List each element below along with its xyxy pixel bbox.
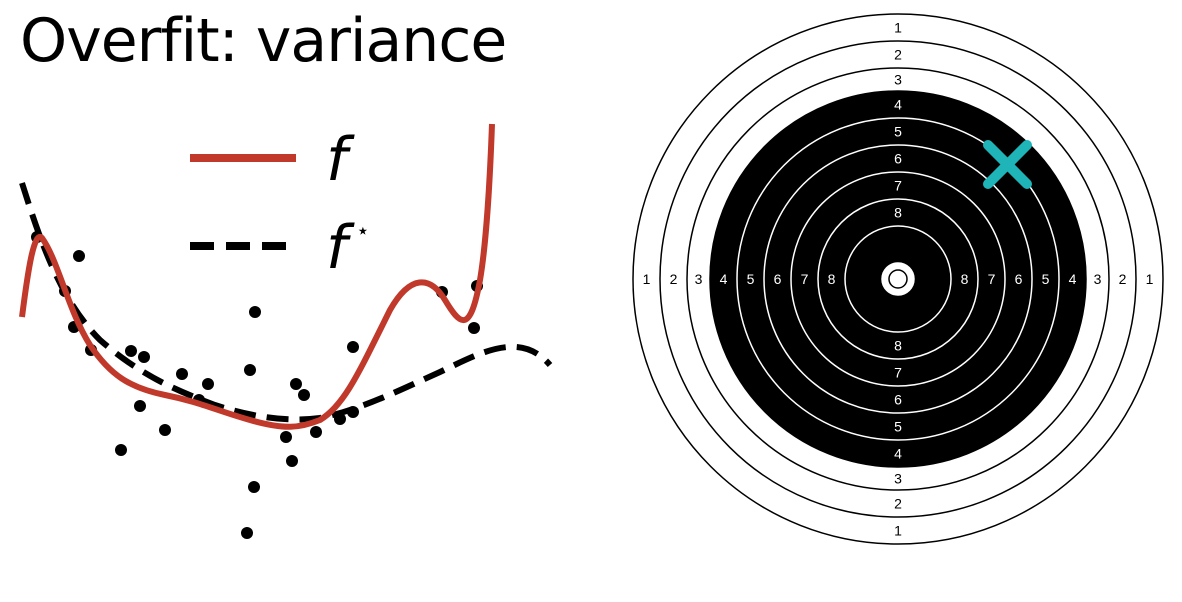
data-point	[138, 351, 150, 363]
ring-number-label: 6	[894, 151, 902, 167]
ring-number-label: 8	[894, 338, 902, 354]
data-point	[125, 345, 137, 357]
target-ring-7	[790, 171, 1006, 387]
ring-number-label: 6	[774, 271, 782, 287]
ring-number-label: 7	[988, 271, 996, 287]
legend-target-label: f	[326, 213, 355, 283]
data-point	[134, 400, 146, 412]
x-mark-icon	[983, 140, 1032, 189]
ring-number-label: 1	[894, 523, 902, 539]
slide-title: Overfit: variance	[20, 6, 507, 76]
data-point	[310, 426, 322, 438]
target-ring-6	[763, 144, 1033, 414]
ring-number-label: 5	[747, 271, 755, 287]
ring-number-label: 4	[1069, 271, 1077, 287]
ring-number-label: 2	[894, 496, 902, 512]
fitted-function-curve	[19, 123, 495, 430]
ring-number-label: 5	[1042, 271, 1050, 287]
ring-number-label: 4	[894, 446, 902, 462]
shooting-target: 1 1 1 1 2 2 2 2 3 3 3 3 4 4 4 4 5 5 5 5 6 6 6 6 7 7 7 7 8 8 8 8	[632, 13, 1164, 545]
data-point	[286, 455, 298, 467]
data-point	[202, 378, 214, 390]
ring-number-label: 2	[670, 271, 678, 287]
data-point	[244, 364, 256, 376]
ring-number-label: 3	[894, 471, 902, 487]
ring-number-label: 1	[643, 271, 651, 287]
ring-number-label: 5	[894, 124, 902, 140]
data-point	[298, 389, 310, 401]
legend-target-superscript: ⋆	[356, 219, 370, 244]
data-point	[280, 431, 292, 443]
data-point	[248, 481, 260, 493]
data-point	[249, 306, 261, 318]
ring-number-label: 3	[894, 72, 902, 88]
ring-number-label: 5	[894, 419, 902, 435]
ring-number-label: 2	[894, 47, 902, 63]
data-point	[347, 341, 359, 353]
data-point	[290, 378, 302, 390]
target-ring-9	[844, 225, 952, 333]
ring-number-label: 8	[961, 271, 969, 287]
target-ring-5	[736, 117, 1060, 441]
target-function-curve	[19, 182, 553, 423]
data-point	[241, 527, 253, 539]
ring-number-label: 4	[720, 271, 728, 287]
legend-fitted-label: f	[326, 125, 355, 195]
ring-number-label: 2	[1119, 271, 1127, 287]
ring-number-label: 6	[894, 392, 902, 408]
ring-number-label: 3	[1094, 271, 1102, 287]
data-point	[115, 444, 127, 456]
data-point	[159, 424, 171, 436]
target-bullseye	[888, 269, 908, 289]
data-point	[73, 250, 85, 262]
ring-number-label: 1	[1146, 271, 1154, 287]
ring-number-label: 6	[1015, 271, 1023, 287]
data-point	[176, 368, 188, 380]
ring-number-label: 4	[894, 97, 902, 113]
data-point	[468, 322, 480, 334]
ring-number-label: 8	[828, 271, 836, 287]
ring-number-label: 7	[801, 271, 809, 287]
data-points	[31, 231, 483, 539]
ring-number-label: 7	[894, 178, 902, 194]
ring-number-label: 8	[894, 205, 902, 221]
target-ring-8	[817, 198, 979, 360]
ring-number-label: 7	[894, 365, 902, 381]
fit-plot: f f ⋆	[19, 123, 553, 539]
ring-number-label: 3	[695, 271, 703, 287]
ring-number-label: 1	[894, 20, 902, 36]
legend: f f ⋆	[190, 125, 370, 283]
